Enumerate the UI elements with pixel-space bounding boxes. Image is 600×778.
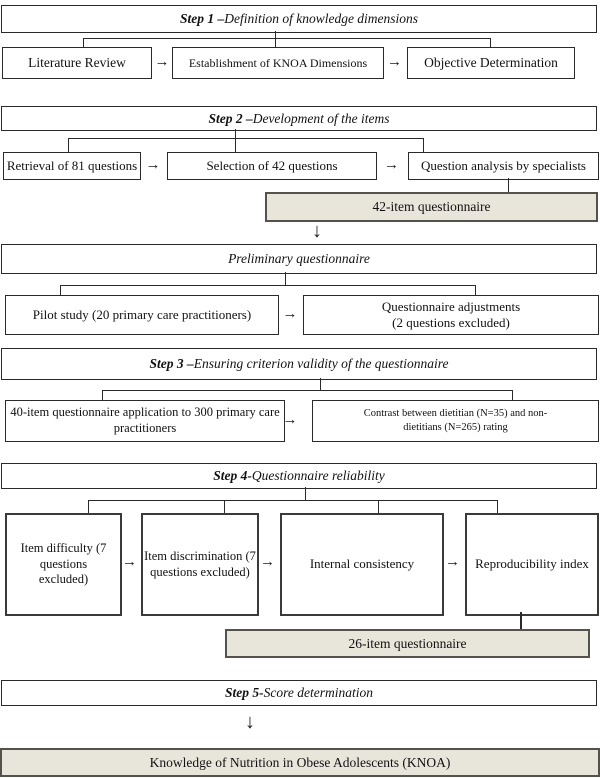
step5-header-label-bold: Step 5- xyxy=(225,685,264,700)
connector-line xyxy=(320,378,321,390)
questionnaire-adjustments-line1: Questionnaire adjustments xyxy=(381,298,521,314)
connector-line xyxy=(490,38,491,47)
box-knoa-final: Knowledge of Nutrition in Obese Adolesce… xyxy=(0,748,600,777)
box-retrieval-81-questions: Retrieval of 81 questions xyxy=(3,152,141,180)
connector-line xyxy=(224,500,225,513)
connector-line xyxy=(88,500,497,501)
connector-line xyxy=(275,31,276,47)
contrast-dietitians-line1: Contrast between dietitian (N=35) and no… xyxy=(363,407,548,419)
connector-line xyxy=(68,138,69,152)
box-contrast-dietitians: Contrast between dietitian (N=35) and no… xyxy=(312,400,599,442)
connector-line xyxy=(83,38,490,39)
arrow-down-icon: ↓ xyxy=(312,220,322,242)
arrow-right-icon: → xyxy=(154,53,170,70)
connector-line xyxy=(423,138,424,152)
arrow-right-icon: → xyxy=(122,554,137,570)
step5-header: Step 5- Score determination xyxy=(1,680,597,706)
connector-line xyxy=(83,38,84,47)
step4-header-label: Questionnaire reliability xyxy=(251,468,385,483)
connector-line xyxy=(102,390,103,400)
arrow-right-icon: → xyxy=(445,554,460,570)
contrast-dietitians-line2: dietitians (N=265) rating xyxy=(403,422,508,433)
connector-line xyxy=(475,285,476,295)
box-selection-42-questions: Selection of 42 questions xyxy=(167,152,377,180)
connector-line xyxy=(508,178,509,192)
box-item-discrimination: Item discrimination (7 questions exclude… xyxy=(141,513,259,616)
questionnaire-adjustments-line2: (2 questions excluded) xyxy=(392,315,510,330)
step4-header-label-bold: Step 4- xyxy=(213,468,252,483)
step2-header-label: Development of the items xyxy=(252,110,390,126)
step3-header-label-bold: Step 3 – xyxy=(149,356,194,371)
step5-header-label: Score determination xyxy=(263,685,373,700)
connector-line xyxy=(285,272,286,285)
box-question-analysis-specialists: Question analysis by specialists xyxy=(408,152,599,180)
box-40-item-application: 40-item questionnaire application to 300… xyxy=(5,400,285,442)
step1-header-label: Definition of knowledge dimensions xyxy=(224,11,419,26)
step1-header: Step 1 – Definition of knowledge dimensi… xyxy=(1,5,597,33)
preliminary-header-label: Preliminary questionnaire xyxy=(228,251,370,266)
item-difficulty-label: Item difficulty (7 questions excluded) xyxy=(20,541,107,587)
box-objective-determination: Objective Determination xyxy=(407,47,575,79)
connector-line xyxy=(88,500,89,513)
connector-line xyxy=(60,285,61,295)
arrow-right-icon: → xyxy=(387,53,402,70)
box-literature-review: Literature Review xyxy=(2,47,152,79)
connector-line xyxy=(378,500,379,513)
arrow-down-icon: ↓ xyxy=(245,711,255,733)
box-establishment-knoa-dimensions: Establishment of KNOA Dimensions xyxy=(172,47,384,79)
arrow-right-icon: → xyxy=(282,411,298,428)
step4-header: Step 4- Questionnaire reliability xyxy=(1,463,597,489)
box-internal-consistency: Internal consistency xyxy=(280,513,444,616)
item-discrimination-label: Item discrimination (7 questions exclude… xyxy=(144,548,256,579)
step2-header-label-bold: Step 2 – xyxy=(208,110,253,126)
step3-header-label: Ensuring criterion validity of the quest… xyxy=(193,356,449,371)
connector-line xyxy=(68,138,423,139)
preliminary-header: Preliminary questionnaire xyxy=(1,244,597,274)
step1-header-label-bold: Step 1 – xyxy=(179,11,225,26)
connector-line xyxy=(60,285,475,286)
connector-line xyxy=(102,390,512,391)
step2-header: Step 2 – Development of the items xyxy=(1,106,597,131)
connector-line xyxy=(512,390,513,400)
connector-line xyxy=(520,612,522,629)
box-26-item-questionnaire: 26-item questionnaire xyxy=(225,629,590,658)
connector-line xyxy=(497,500,498,513)
step3-header: Step 3 – Ensuring criterion validity of … xyxy=(1,348,597,380)
connector-line xyxy=(235,129,236,152)
arrow-right-icon: → xyxy=(145,156,161,173)
arrow-right-icon: → xyxy=(384,156,399,173)
box-reproducibility-index: Reproducibility index xyxy=(465,513,599,616)
connector-line xyxy=(305,487,306,500)
arrow-right-icon: → xyxy=(260,554,275,570)
box-item-difficulty: Item difficulty (7 questions excluded) xyxy=(5,513,122,616)
box-questionnaire-adjustments: Questionnaire adjustments (2 questions e… xyxy=(303,295,599,335)
box-42-item-questionnaire: 42-item questionnaire xyxy=(265,192,598,222)
box-pilot-study: Pilot study (20 primary care practitione… xyxy=(5,295,279,335)
arrow-right-icon: → xyxy=(282,305,298,322)
